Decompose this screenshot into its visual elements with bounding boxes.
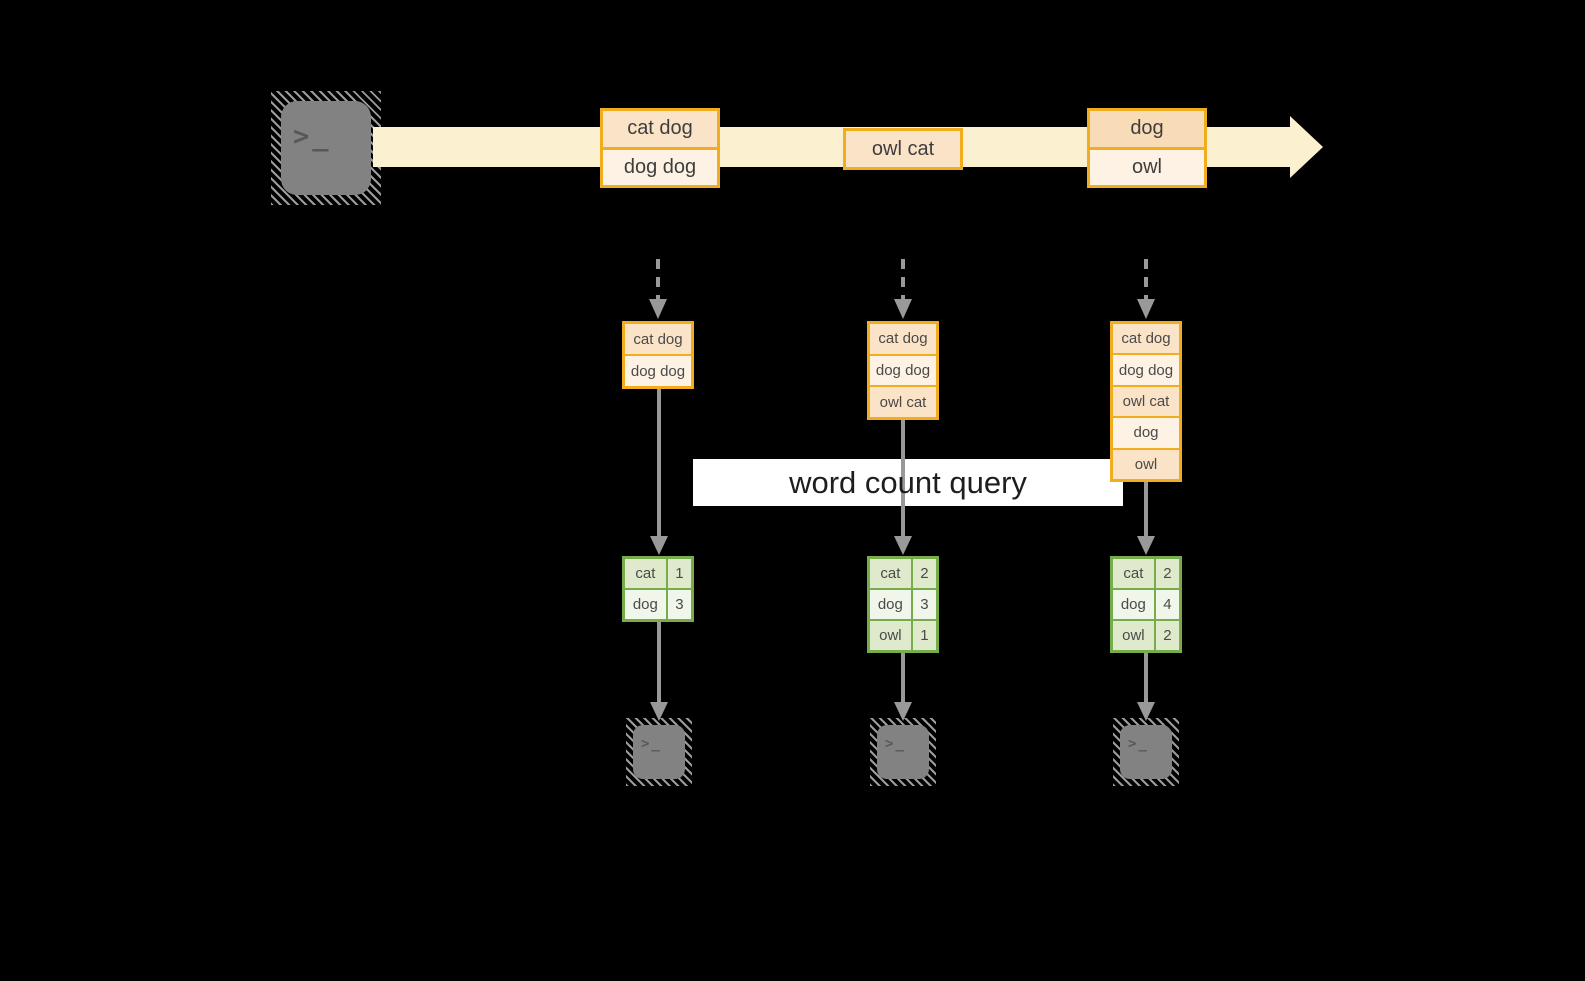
buffer-stack-1: cat dog dog dog [622,321,694,389]
count-word: cat [870,559,911,588]
terminal-body [633,725,685,779]
query-label: word count query [789,464,1027,500]
stream-batch-1: cat dog dog dog [600,108,720,188]
count-row: dog 4 [1113,590,1179,619]
count-table-3: cat 2 dog 4 owl 2 [1110,556,1182,653]
count-row: cat 1 [625,559,691,588]
stream-message: dog dog [603,149,717,185]
terminal-output-icon: >_ [626,718,692,786]
buffered-message: owl [1113,449,1179,480]
stream-message: owl [1090,149,1204,185]
terminal-prompt-glyph: >_ [1128,736,1149,752]
count-value: 3 [667,590,691,619]
count-value: 2 [912,559,936,588]
terminal-prompt-glyph: >_ [293,121,332,152]
count-value: 1 [912,621,936,650]
count-value: 2 [1155,621,1179,650]
stream-arrowhead [1290,116,1323,178]
stream-batch-3: dog owl [1087,108,1207,188]
count-value: 4 [1155,590,1179,619]
query-label-background [693,459,1123,506]
count-value: 3 [912,590,936,619]
count-word: owl [870,621,911,650]
output-down-arrow [1137,653,1155,721]
count-value: 2 [1155,559,1179,588]
query-down-arrow [894,420,912,555]
buffered-message: dog [1113,418,1179,448]
count-row: owl 2 [1113,621,1179,650]
buffered-message: cat dog [870,324,936,354]
query-down-arrow [650,389,668,555]
buffered-message: owl cat [870,387,936,418]
query-down-arrow [1137,482,1155,555]
buffered-message: cat dog [1113,324,1179,354]
count-word: owl [1113,621,1154,650]
stream-batch-2: owl cat [843,128,963,170]
count-word: dog [870,590,911,619]
count-row: owl 1 [870,621,936,650]
count-row: dog 3 [870,590,936,619]
output-down-arrow [894,653,912,721]
buffered-message: cat dog [625,324,691,354]
count-value: 1 [667,559,691,588]
dashed-down-arrow [894,259,912,319]
terminal-body [877,725,929,779]
count-table-2: cat 2 dog 3 owl 1 [867,556,939,653]
terminal-output-icon: >_ [870,718,936,786]
terminal-prompt-glyph: >_ [641,736,662,752]
count-word: cat [1113,559,1154,588]
stream-message: dog [1090,111,1204,147]
terminal-body [281,101,371,195]
terminal-output-icon: >_ [1113,718,1179,786]
buffer-stack-3: cat dog dog dog owl cat dog owl [1110,321,1182,482]
count-table-1: cat 1 dog 3 [622,556,694,622]
count-word: dog [625,590,666,619]
terminal-source-icon: >_ [271,91,381,205]
buffered-message: dog dog [625,356,691,386]
stream-message: cat dog [603,111,717,147]
buffered-message: owl cat [1113,386,1179,417]
buffer-stack-2: cat dog dog dog owl cat [867,321,939,420]
count-row: dog 3 [625,590,691,619]
count-row: cat 2 [1113,559,1179,588]
output-down-arrow [650,622,668,721]
dashed-down-arrow [649,259,667,319]
terminal-prompt-glyph: >_ [885,736,906,752]
buffered-message: dog dog [870,355,936,386]
buffered-message: dog dog [1113,355,1179,385]
stream-message: owl cat [846,131,960,167]
terminal-body [1120,725,1172,779]
dashed-down-arrow [1137,259,1155,319]
count-row: cat 2 [870,559,936,588]
count-word: cat [625,559,666,588]
count-word: dog [1113,590,1154,619]
